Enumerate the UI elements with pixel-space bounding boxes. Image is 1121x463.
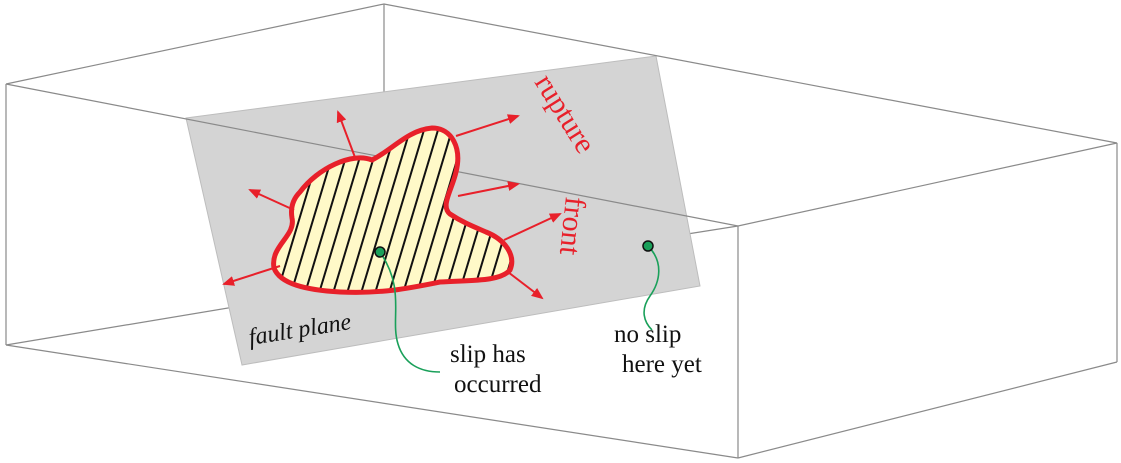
noslip-pointer	[642, 240, 660, 331]
arrow-left	[248, 189, 295, 211]
box-front-edges	[5, 3, 1118, 459]
slip-hatch-line	[397, 128, 459, 293]
rupture-arrows	[222, 110, 562, 300]
front-label: front	[553, 195, 592, 257]
arrow-down-left	[222, 265, 281, 286]
noslip-label-line2: here yet	[622, 351, 702, 378]
slip-point-marker	[374, 246, 386, 258]
arrow-up-left	[336, 110, 357, 161]
slip-hatch-line	[355, 128, 417, 293]
box-right-bottom-edge	[737, 361, 1118, 459]
slip-label-line1: slip has	[450, 341, 526, 368]
arrow-down-right	[507, 271, 544, 300]
slip-hatch-line	[383, 128, 445, 293]
arrow-up-right	[455, 114, 520, 137]
arrow-right-lower	[503, 213, 562, 241]
slip-leader-line	[379, 251, 441, 373]
slip-hatch-line	[369, 128, 431, 293]
box-front-bottom-edge	[5, 344, 739, 459]
arrow-right	[457, 181, 520, 197]
slip-label-line2: occurred	[454, 371, 542, 398]
noslip-leader-line	[643, 245, 660, 331]
noslip-point-marker	[642, 240, 654, 252]
slip-pointer	[374, 246, 441, 373]
slipped-area-fill	[273, 128, 512, 293]
noslip-label-line1: no slip	[614, 321, 681, 348]
